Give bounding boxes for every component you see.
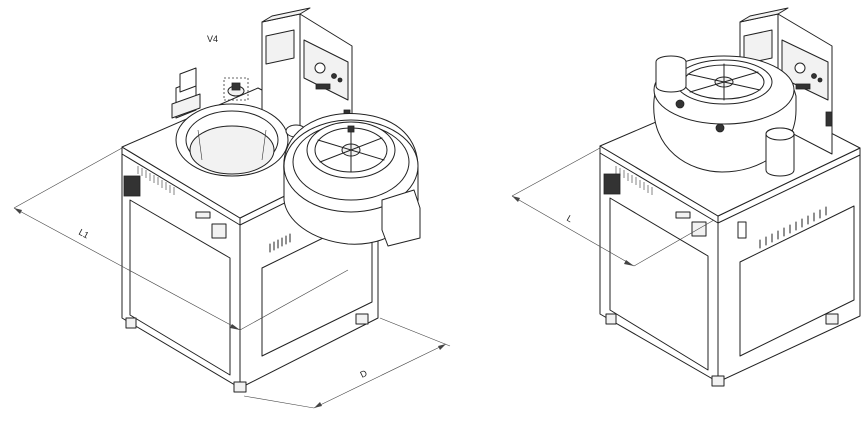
open-lid (283, 112, 421, 247)
dimension-d (243, 317, 451, 409)
label-l: L (565, 213, 574, 224)
control-panel (303, 39, 349, 101)
casters (605, 313, 839, 387)
closed-lid (653, 55, 797, 177)
control-display (265, 29, 295, 65)
side-vent-grille (759, 206, 827, 249)
autoclave-lid-closed: L (511, 7, 861, 387)
label-v4: V4 (207, 34, 218, 44)
autoclave-lid-open: V4 (13, 7, 451, 409)
casters (125, 313, 369, 393)
v4-valve (223, 77, 249, 101)
lid-hinge (381, 189, 421, 247)
side-post (171, 67, 201, 119)
dimension-l (511, 147, 715, 267)
label-l1: L1 (77, 227, 91, 241)
control-display (743, 29, 773, 65)
dimension-l1 (13, 147, 349, 331)
front-vent-grille (137, 166, 175, 195)
side-vent-grille (269, 233, 291, 253)
front-door (129, 199, 231, 376)
chamber-opening (175, 103, 307, 177)
front-connector-box (603, 173, 621, 195)
front-door (609, 197, 709, 371)
front-connector-box (123, 175, 141, 197)
label-d: D (358, 368, 369, 380)
